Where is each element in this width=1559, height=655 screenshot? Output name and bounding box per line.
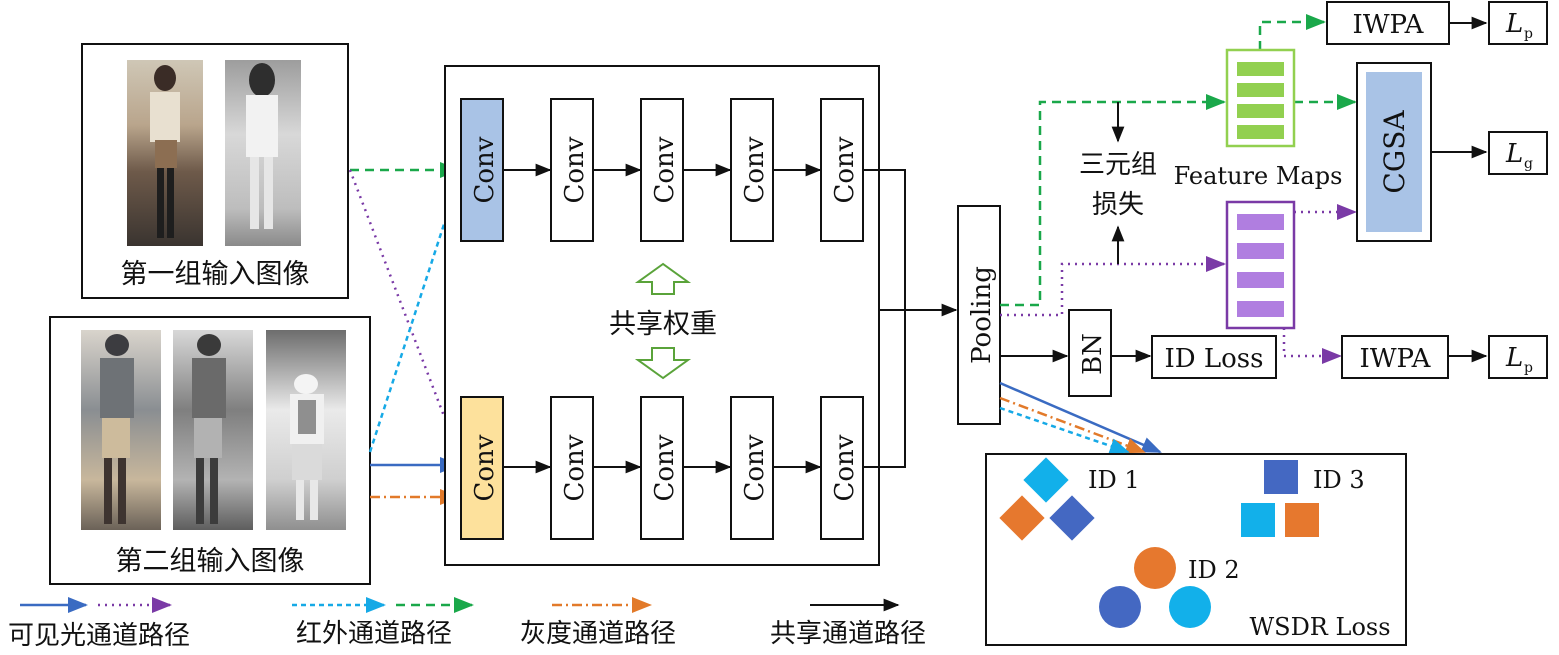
conv-row-top: Conv Conv Conv Conv Conv	[460, 98, 864, 242]
conv-bottom-2-label: Conv	[560, 434, 590, 501]
id-loss-label: ID Loss	[1165, 344, 1264, 374]
person-image-infrared-1	[225, 60, 301, 246]
person-image-gray-2	[173, 330, 253, 530]
feature-maps-green	[1225, 48, 1296, 148]
id3-square-blue	[1264, 460, 1298, 494]
person-image-infrared-2	[266, 330, 346, 530]
arrow-feature-purple-to-iwpa	[1282, 328, 1342, 364]
conv-top-3-label: Conv	[650, 136, 680, 203]
backbone-merge	[863, 169, 958, 468]
feature-maps-label: Feature Maps	[1174, 162, 1343, 190]
shared-weights: 共享权重	[609, 262, 717, 380]
loss-p-top-main: L	[1505, 9, 1523, 39]
input-group-1: 第一组输入图像	[81, 43, 349, 299]
shared-weights-up-arrow-icon	[634, 262, 692, 295]
bn-label: BN	[1078, 333, 1108, 375]
legend: 可见光通道路径 红外通道路径 灰度通道路径 共享通道路径	[8, 597, 926, 651]
conv-bottom-5-label: Conv	[830, 434, 860, 501]
cgsa-label: CGSA	[1378, 110, 1411, 194]
feature-maps-purple	[1225, 200, 1296, 330]
arrow-pooling-to-feature-green	[1000, 94, 1226, 307]
merge-line	[863, 169, 906, 468]
arrow-feature-green-to-iwpa	[1258, 14, 1326, 50]
person-image-visible-1	[127, 60, 203, 246]
arrow-pooling-to-feature-purple	[1000, 256, 1226, 317]
conv-block-top-1	[460, 98, 504, 242]
id2-circle-orange	[1134, 547, 1176, 589]
conv-block-bottom-1	[460, 396, 504, 540]
loss-g-main: L	[1505, 139, 1523, 169]
loss-p-bottom-sub: p	[1524, 360, 1533, 376]
arrow-visible-dotted-to-conv2	[348, 169, 462, 460]
shared-weights-down-arrow-icon	[634, 347, 692, 380]
triplet-loss-line1: 三元组	[1079, 150, 1157, 180]
id2-circle-blue	[1099, 586, 1141, 628]
id3-label: ID 3	[1313, 466, 1365, 494]
conv-bottom-1-label: Conv	[470, 434, 500, 501]
conv-top-5-label: Conv	[830, 136, 860, 203]
bn-block: BN	[1068, 309, 1112, 397]
branch-arrows	[999, 14, 1357, 454]
id2-label: ID 2	[1188, 556, 1240, 584]
legend-shared-label: 共享通道路径	[770, 619, 926, 649]
iwpa-bottom-label: IWPA	[1360, 344, 1432, 374]
input-arrows	[348, 162, 463, 505]
id-loss-block: ID Loss	[1151, 335, 1277, 379]
id3-square-cyan	[1241, 503, 1275, 537]
id3-cluster	[1241, 460, 1319, 537]
conv-block-top-3	[640, 98, 684, 242]
loss-p-bottom-main: L	[1505, 343, 1523, 373]
legend-gray-label: 灰度通道路径	[520, 619, 676, 649]
conv-row-bottom: Conv Conv Conv Conv Conv	[460, 396, 864, 540]
pooling-label: Pooling	[967, 266, 997, 364]
group-1-label: 第一组输入图像	[121, 259, 310, 290]
conv-block-bottom-4	[730, 396, 774, 540]
arrow-ir-dotted-to-conv1	[368, 173, 463, 453]
loss-p-bottom-box: L p	[1488, 335, 1548, 379]
id2-circle-cyan	[1169, 586, 1211, 628]
arrow-pooling-to-wsdr-infrared	[999, 406, 1130, 454]
input-group-2: 第二组输入图像	[49, 316, 371, 585]
conv-top-4-label: Conv	[740, 136, 770, 203]
id3-square-orange	[1285, 503, 1319, 537]
loss-g-sub: g	[1524, 156, 1533, 172]
wsdr-box: ID 1 ID 3 ID 2 WSDR Loss	[985, 453, 1407, 646]
conv-top-2-label: Conv	[560, 136, 590, 203]
wsdr-title: WSDR Loss	[1249, 613, 1390, 641]
loss-p-top-sub: p	[1524, 26, 1533, 42]
conv-bottom-4-label: Conv	[740, 434, 770, 501]
triplet-loss-line2: 损失	[1092, 190, 1144, 220]
legend-infrared-label: 红外通道路径	[296, 619, 452, 649]
cgsa-block: CGSA	[1356, 62, 1432, 242]
pooling-block: Pooling	[957, 205, 1001, 425]
loss-g-box: L g	[1488, 131, 1548, 175]
id2-cluster	[1099, 547, 1211, 628]
conv-block-top-5	[820, 98, 864, 242]
shared-weights-label: 共享权重	[609, 309, 717, 340]
iwpa-top-block: IWPA	[1326, 1, 1450, 45]
conv-block-top-2	[550, 98, 594, 242]
group-2-label: 第二组输入图像	[116, 546, 305, 577]
conv-bottom-3-label: Conv	[650, 434, 680, 501]
person-image-visible-2	[81, 330, 161, 530]
id1-label: ID 1	[1088, 466, 1140, 494]
loss-p-top-box: L p	[1488, 1, 1548, 45]
legend-visible-label: 可见光通道路径	[8, 621, 190, 651]
arrow-pooling-to-wsdr-gray	[999, 396, 1146, 454]
conv-top-1-label: Conv	[470, 136, 500, 203]
iwpa-bottom-block: IWPA	[1341, 335, 1449, 379]
iwpa-top-label: IWPA	[1353, 10, 1425, 40]
conv-block-bottom-2	[550, 396, 594, 540]
